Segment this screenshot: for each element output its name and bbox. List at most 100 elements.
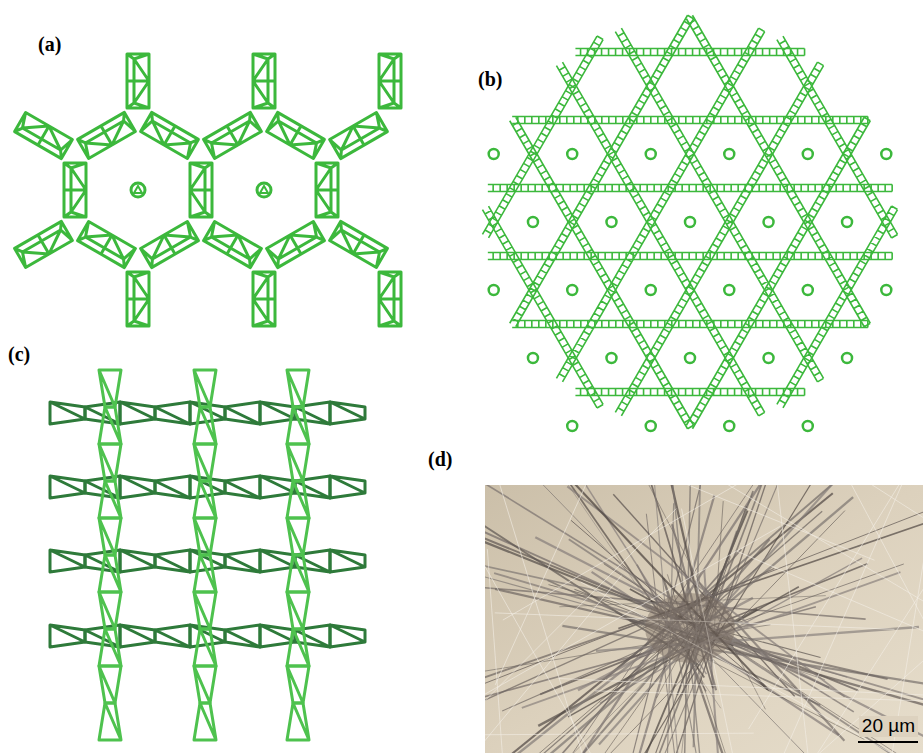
channel-guest	[685, 353, 695, 363]
horizontal-column	[120, 550, 155, 572]
ladder-strand	[575, 49, 804, 56]
crystal-photo	[319, 254, 923, 753]
channel-guest	[724, 149, 734, 159]
prism-cage	[64, 163, 86, 217]
ladder-strand	[777, 206, 898, 408]
needle-highlight	[581, 582, 923, 753]
vertical-column	[287, 518, 309, 555]
channel-guest	[646, 421, 656, 431]
prism-edges	[253, 272, 275, 326]
vertical-column	[287, 629, 309, 666]
vertical-column	[287, 444, 309, 481]
needle-crystal	[620, 511, 748, 753]
prism-edges	[204, 222, 262, 268]
channel-guest	[646, 149, 656, 159]
horizontal-column	[155, 550, 190, 572]
channel-guest	[257, 183, 271, 197]
needle-highlight	[485, 733, 754, 735]
vertical-column	[99, 666, 121, 703]
prism-cage	[253, 272, 275, 326]
ladder-strand	[512, 321, 868, 328]
prism-cage	[15, 113, 73, 159]
vertical-column	[287, 703, 309, 740]
scale-label: 20 µm	[859, 716, 918, 737]
prism-edges	[267, 222, 325, 268]
channel-guest	[606, 353, 616, 363]
prism-edges	[127, 272, 149, 326]
needle-highlight	[749, 485, 923, 729]
horizontal-column	[330, 550, 365, 572]
horizontal-column	[155, 402, 190, 424]
vertical-column	[287, 481, 309, 518]
channel-guest	[260, 186, 268, 193]
channel-guest	[567, 285, 577, 295]
horizontal-column	[50, 550, 85, 572]
needle-crystal	[519, 485, 768, 690]
channel-guest	[724, 285, 734, 295]
vertical-column	[287, 370, 309, 407]
vertical-column	[99, 629, 121, 666]
prism-cage	[330, 221, 388, 267]
vertical-column	[194, 407, 216, 444]
vertical-column	[194, 703, 216, 740]
needle-crystal	[509, 511, 822, 753]
vertical-column	[99, 555, 121, 592]
channel-guest	[131, 183, 145, 197]
vertical-column	[194, 518, 216, 555]
channel-guest	[685, 217, 695, 227]
vertical-column	[194, 370, 216, 407]
needle-highlight	[734, 485, 923, 612]
horizontal-column	[330, 402, 365, 424]
channel-guest	[842, 353, 852, 363]
ladder-strand	[512, 117, 868, 124]
needle-crystals	[485, 485, 923, 753]
crystal-hub	[645, 593, 735, 663]
prism-packing	[15, 54, 401, 326]
prism-cage	[127, 272, 149, 326]
needle-highlight	[487, 549, 516, 753]
prism-edges	[64, 163, 86, 217]
vertical-column	[287, 555, 309, 592]
prism-cage	[78, 222, 136, 268]
channel-guest	[881, 285, 891, 295]
prism-cage	[379, 272, 401, 326]
needle-highlight	[485, 526, 780, 724]
channel-guest	[489, 149, 499, 159]
needle-crystal	[567, 486, 845, 696]
prism-edges	[316, 163, 338, 217]
prism-cage	[267, 112, 325, 158]
needle-crystal	[485, 485, 829, 753]
channel-guest	[646, 285, 656, 295]
prism-edges	[141, 112, 199, 158]
channel-guest	[803, 149, 813, 159]
vertical-column	[194, 444, 216, 481]
prism-cage	[141, 112, 199, 158]
channel-guest	[567, 149, 577, 159]
needle-crystal	[604, 564, 923, 753]
needle-highlight	[595, 691, 923, 703]
prism-edges	[78, 222, 136, 268]
horizontal-column	[50, 402, 85, 424]
prism-edges	[379, 272, 401, 326]
channel-guest	[606, 217, 616, 227]
prism-cage	[78, 112, 136, 158]
channel-guest	[803, 285, 813, 295]
panel-label: (c)	[8, 343, 30, 365]
prism-cage	[204, 112, 262, 158]
vertical-column	[287, 666, 309, 703]
needle-highlight	[742, 485, 902, 753]
vertical-column	[99, 407, 121, 444]
vertical-column	[99, 703, 121, 740]
channel-guest	[489, 285, 499, 295]
vertical-column	[194, 481, 216, 518]
prism-edges	[267, 112, 325, 158]
prism-cage	[330, 113, 388, 159]
horizontal-column	[155, 476, 190, 498]
prism-cage	[267, 222, 325, 268]
scale-bar	[858, 741, 918, 743]
ladder-strand	[556, 28, 764, 382]
prism-edges	[141, 222, 199, 268]
prism-edges	[190, 163, 212, 217]
channel-guest	[803, 421, 813, 431]
